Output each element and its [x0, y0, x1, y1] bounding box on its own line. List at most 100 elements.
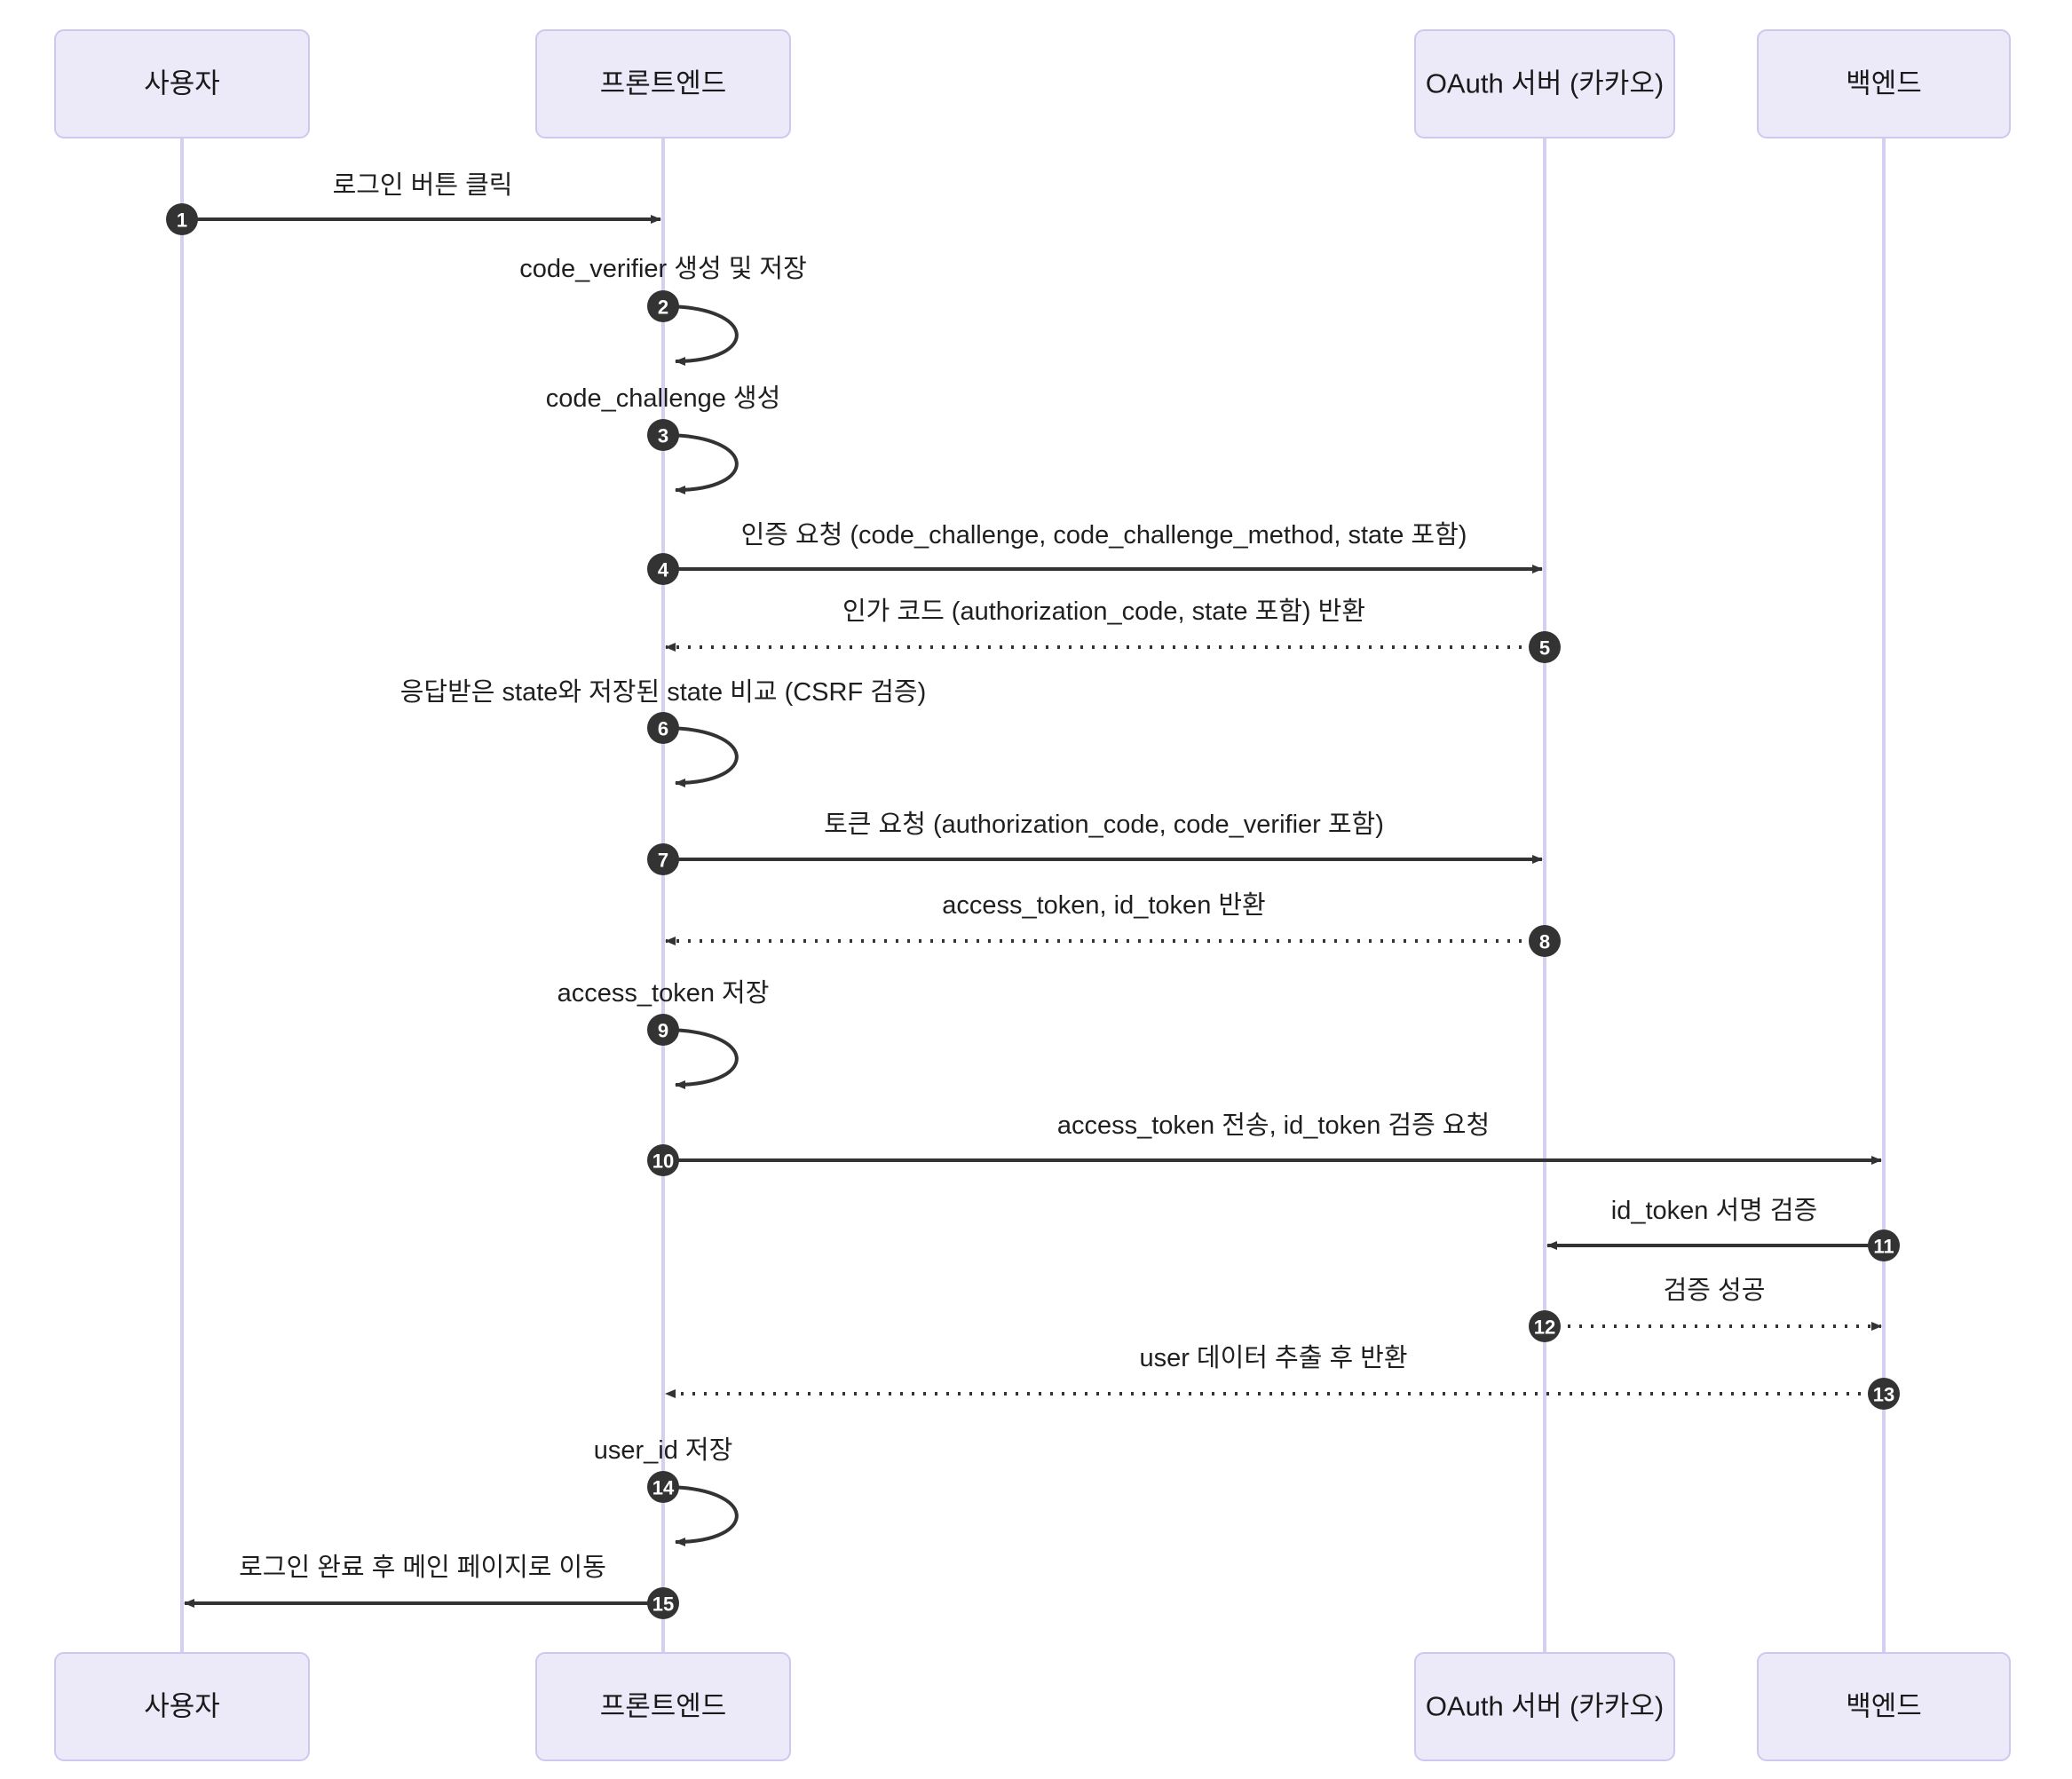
- sequence-badge-circle-9: [647, 1014, 679, 1046]
- sequence-badge-12: 12: [1529, 1310, 1561, 1342]
- sequence-badge-number-10: 10: [652, 1150, 674, 1173]
- message-3[interactable]: code_challenge 생성: [546, 384, 781, 494]
- message-label-3: code_challenge 생성: [546, 384, 781, 413]
- participant-label-frontend-top: 프론트엔드: [600, 68, 727, 99]
- message-line-9: [662, 1028, 739, 1089]
- sequence-badge-1: 1: [166, 203, 198, 235]
- message-label-1: 로그인 버튼 클릭: [333, 171, 513, 200]
- participant-frontend-bottom[interactable]: 프론트엔드: [535, 1652, 791, 1761]
- sequence-badge-4: 4: [647, 553, 679, 585]
- participant-box-oauth-bottom: [1414, 1652, 1675, 1761]
- sequence-badge-number-12: 12: [1534, 1316, 1555, 1339]
- participant-box-frontend-bottom: [535, 1652, 791, 1761]
- participant-label-user-bottom: 사용자: [144, 1691, 220, 1722]
- sequence-badge-11: 11: [1868, 1229, 1900, 1261]
- message-9[interactable]: access_token 저장: [558, 979, 770, 1089]
- sequence-badge-5: 5: [1529, 631, 1561, 663]
- participant-box-oauth-top: [1414, 29, 1675, 138]
- sequence-badge-9: 9: [647, 1014, 679, 1046]
- sequence-badge-10: 10: [647, 1144, 679, 1176]
- participant-backend-bottom[interactable]: 백엔드: [1757, 1652, 2011, 1761]
- sequence-badge-circle-1: [166, 203, 198, 235]
- sequence-badge-6: 6: [647, 712, 679, 744]
- message-14[interactable]: user_id 저장: [594, 1436, 739, 1546]
- participant-label-backend-bottom: 백엔드: [1846, 1691, 1922, 1722]
- participant-box-backend-top: [1757, 29, 2011, 138]
- sequence-badge-number-11: 11: [1873, 1236, 1894, 1258]
- message-1[interactable]: 로그인 버튼 클릭: [182, 171, 661, 224]
- message-label-2: code_verifier 생성 및 저장: [519, 255, 807, 283]
- participant-label-user-top: 사용자: [144, 68, 220, 99]
- sequence-badge-circle-10: [647, 1144, 679, 1176]
- participant-box-user-top: [54, 29, 310, 138]
- sequence-badge-circle-13: [1868, 1378, 1900, 1410]
- participant-oauth-top[interactable]: OAuth 서버 (카카오): [1414, 29, 1675, 138]
- sequence-badge-3: 3: [647, 419, 679, 451]
- participant-label-oauth-bottom: OAuth 서버 (카카오): [1426, 1691, 1664, 1722]
- sequence-badge-number-9: 9: [658, 1020, 668, 1042]
- sequence-badge-2: 2: [647, 290, 679, 322]
- sequence-badge-number-3: 3: [658, 425, 668, 447]
- sequence-badge-8: 8: [1529, 925, 1561, 957]
- message-label-4: 인증 요청 (code_challenge, code_challenge_me…: [741, 521, 1467, 550]
- sequence-badge-circle-6: [647, 712, 679, 744]
- sequence-badge-7: 7: [647, 843, 679, 875]
- sequence-badge-number-6: 6: [658, 718, 668, 740]
- participant-label-frontend-bottom: 프론트엔드: [600, 1691, 727, 1722]
- message-13[interactable]: user 데이터 추출 후 반환: [665, 1343, 1884, 1398]
- sequence-badge-number-14: 14: [652, 1477, 675, 1499]
- sequence-badge-circle-11: [1868, 1229, 1900, 1261]
- participant-user-bottom[interactable]: 사용자: [54, 1652, 310, 1761]
- message-label-9: access_token 저장: [558, 979, 770, 1008]
- message-7[interactable]: 토큰 요청 (authorization_code, code_verifier…: [663, 810, 1543, 864]
- message-label-15: 로그인 완료 후 메인 페이지로 이동: [239, 1554, 606, 1582]
- sequence-badge-circle-8: [1529, 925, 1561, 957]
- sequence-badge-number-15: 15: [652, 1593, 674, 1616]
- message-label-14: user_id 저장: [594, 1436, 733, 1465]
- participant-user-top[interactable]: 사용자: [54, 29, 310, 138]
- sequence-badge-circle-5: [1529, 631, 1561, 663]
- participant-box-backend-bottom: [1757, 1652, 2011, 1761]
- participant-label-backend-top: 백엔드: [1846, 68, 1922, 99]
- sequence-badge-number-2: 2: [658, 296, 668, 319]
- participant-label-oauth-top: OAuth 서버 (카카오): [1426, 68, 1664, 99]
- sequence-badge-13: 13: [1868, 1378, 1900, 1410]
- message-4[interactable]: 인증 요청 (code_challenge, code_challenge_me…: [663, 521, 1543, 573]
- message-line-2: [662, 304, 739, 366]
- participant-frontend-top[interactable]: 프론트엔드: [535, 29, 791, 138]
- message-15[interactable]: 로그인 완료 후 메인 페이지로 이동: [184, 1554, 663, 1608]
- message-line-14: [662, 1485, 739, 1546]
- message-label-11: id_token 서명 검증: [1611, 1197, 1817, 1225]
- sequence-badge-number-8: 8: [1539, 931, 1550, 953]
- sequence-badge-circle-14: [647, 1471, 679, 1503]
- sequence-badge-circle-3: [647, 419, 679, 451]
- message-2[interactable]: code_verifier 생성 및 저장: [519, 255, 807, 366]
- sequence-badge-circle-2: [647, 290, 679, 322]
- sequence-badge-number-13: 13: [1873, 1384, 1894, 1406]
- messages-layer: 로그인 버튼 클릭 code_verifier 생성 및 저장 code_chall…: [182, 171, 1884, 1608]
- message-8[interactable]: access_token, id_token 반환: [665, 891, 1545, 945]
- message-label-10: access_token 전송, id_token 검증 요청: [1057, 1111, 1490, 1140]
- sequence-badge-number-1: 1: [177, 210, 187, 232]
- sequence-badge-15: 15: [647, 1587, 679, 1619]
- message-label-12: 검증 성공: [1664, 1277, 1766, 1305]
- sequence-badge-circle-15: [647, 1587, 679, 1619]
- message-label-7: 토큰 요청 (authorization_code, code_verifier…: [824, 810, 1384, 839]
- sequence-badge-circle-12: [1529, 1310, 1561, 1342]
- message-6[interactable]: 응답받은 state와 저장된 state 비교 (CSRF 검증): [400, 678, 927, 787]
- participant-oauth-bottom[interactable]: OAuth 서버 (카카오): [1414, 1652, 1675, 1761]
- message-label-5: 인가 코드 (authorization_code, state 포함) 반환: [842, 597, 1365, 626]
- sequence-badge-circle-7: [647, 843, 679, 875]
- message-11[interactable]: id_token 서명 검증: [1546, 1197, 1884, 1250]
- sequence-badge-number-5: 5: [1539, 637, 1550, 660]
- message-10[interactable]: access_token 전송, id_token 검증 요청: [663, 1111, 1882, 1165]
- participant-backend-top[interactable]: 백엔드: [1757, 29, 2011, 138]
- sequence-badge-number-7: 7: [658, 850, 668, 872]
- message-label-13: user 데이터 추출 후 반환: [1139, 1343, 1407, 1372]
- participant-box-frontend-top: [535, 29, 791, 138]
- sequence-badge-circle-4: [647, 553, 679, 585]
- message-label-8: access_token, id_token 반환: [942, 891, 1266, 920]
- message-12[interactable]: 검증 성공: [1545, 1277, 1882, 1331]
- message-5[interactable]: 인가 코드 (authorization_code, state 포함) 반환: [665, 597, 1545, 652]
